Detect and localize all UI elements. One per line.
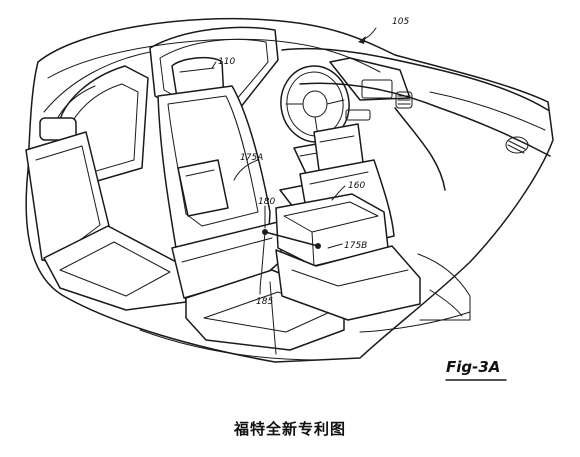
floor <box>139 311 471 361</box>
dashboard <box>281 47 551 191</box>
front-seat-passenger <box>275 123 471 321</box>
label-160: 160 <box>348 181 365 191</box>
label-185: 185 <box>256 297 273 307</box>
patent-drawing: 105 110 175A 180 160 175B 185 Fig-3A <box>25 17 554 381</box>
figure-label: Fig-3A <box>445 358 507 381</box>
label-180: 180 <box>258 197 275 207</box>
pivot-linkage <box>261 229 321 269</box>
caption: 福特全新专利图 <box>233 420 346 438</box>
label-110: 110 <box>218 57 235 67</box>
air-vent-right <box>505 136 529 154</box>
label-175a: 175A <box>240 153 263 163</box>
rear-seat-left <box>25 117 187 311</box>
figure-label-text: Fig-3A <box>446 358 500 376</box>
leader-lines <box>211 27 377 295</box>
air-vent-left <box>395 91 413 109</box>
front-seat-driver <box>157 56 345 355</box>
label-175b: 175B <box>344 241 367 251</box>
label-105: 105 <box>392 17 409 27</box>
